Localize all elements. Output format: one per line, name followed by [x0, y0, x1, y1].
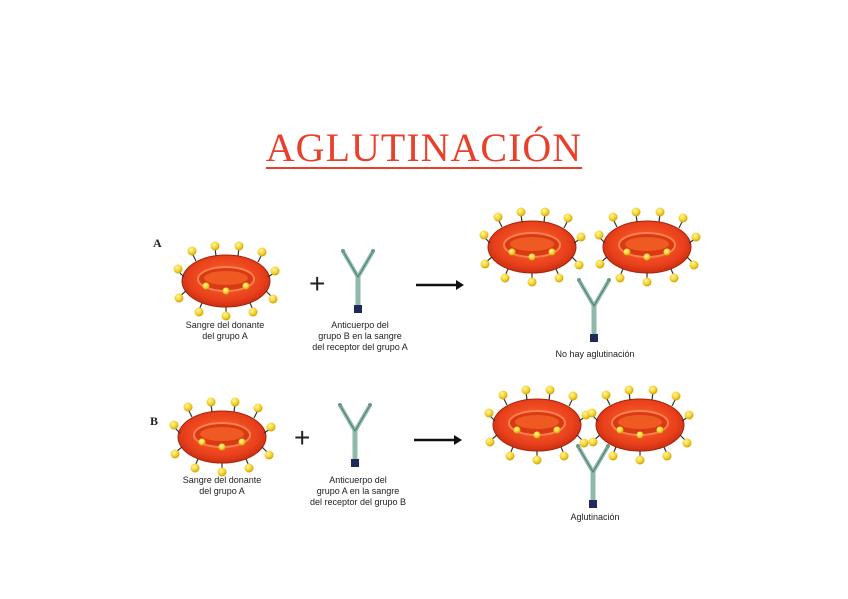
result-red-cell-b1 — [483, 384, 592, 466]
plus-sign-b: + — [294, 422, 310, 453]
result-red-cell-a1 — [478, 206, 587, 288]
result-antibody-b — [576, 444, 610, 508]
antibody-b — [338, 403, 372, 467]
antibody-caption-b: Anticuerpo del grupo A en la sangre del … — [309, 475, 407, 507]
donor-caption-b: Sangre del donante del grupo A — [182, 475, 262, 496]
donor-red-cell-b — [168, 396, 277, 478]
donor-red-cell-a — [172, 240, 281, 322]
plus-sign-a: + — [309, 268, 325, 299]
page-title: AGLUTINACIÓN — [265, 125, 583, 170]
donor-caption-a: Sangre del donante del grupo A — [185, 320, 265, 341]
arrow-a — [414, 278, 466, 292]
row-b-label: B — [150, 414, 159, 428]
result-caption-a: No hay aglutinación — [555, 349, 635, 359]
result-caption-b: Aglutinación — [570, 512, 620, 522]
antibody-a — [341, 249, 375, 313]
row-a-label: A — [153, 236, 162, 250]
arrow-b — [412, 433, 464, 447]
antibody-caption-a: Anticuerpo del grupo B en la sangre del … — [312, 320, 408, 352]
result-red-cell-a2 — [593, 206, 702, 288]
result-antibody-a — [577, 278, 611, 342]
